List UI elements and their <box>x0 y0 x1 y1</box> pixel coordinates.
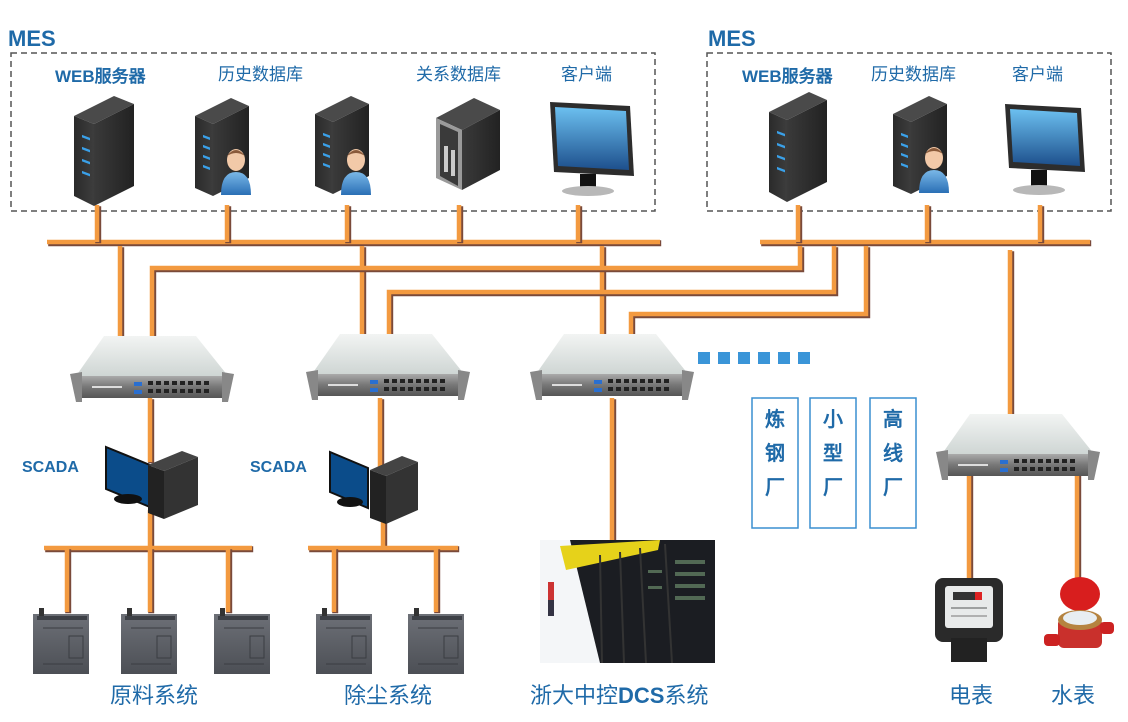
ellipsis-dot <box>718 352 730 364</box>
mes-left-title: MES <box>8 26 56 51</box>
ellipsis-dot <box>778 352 790 364</box>
electric-meter-label: 电表 <box>949 684 993 709</box>
plant-name-char: 高 <box>883 407 903 431</box>
plant-name-char: 线 <box>883 441 903 465</box>
trunk-sw2-b <box>386 246 837 334</box>
more-plants-ellipsis <box>698 352 810 364</box>
dust-removal-system-label: 除尘系统 <box>344 684 432 709</box>
plant-name-char: 钢 <box>765 441 785 465</box>
pc-tower-icon <box>436 98 500 190</box>
ellipsis-dot <box>738 352 750 364</box>
electric-meter-icon <box>935 578 1003 662</box>
scada-workstation-icon <box>105 445 198 519</box>
water-meter-label: 水表 <box>1051 684 1095 709</box>
network-switch-icon <box>530 334 694 400</box>
dcs-system-label: 浙大中控DCS系统 <box>530 683 708 709</box>
network-switch-icon <box>936 414 1100 480</box>
plant-name-char: 厂 <box>765 475 785 499</box>
database-server-user-icon <box>893 96 949 194</box>
mes-left-group-border <box>10 52 656 212</box>
plant-box: 炼钢厂 <box>751 397 799 529</box>
server-tower-icon <box>769 92 827 202</box>
plc-controller-icon <box>33 608 89 674</box>
database-server-user-icon <box>195 98 251 196</box>
mes-right-title: MES <box>708 26 756 51</box>
cable-network <box>44 205 1092 614</box>
database-server-user-icon <box>315 96 371 195</box>
ellipsis-dot <box>698 352 710 364</box>
plc-controller-icon <box>316 608 372 674</box>
raw-material-system-label: 原料系统 <box>110 684 198 709</box>
ellipsis-dot <box>798 352 810 364</box>
trunk-sw3-b <box>628 246 869 334</box>
dcs-server-room-image <box>540 540 715 664</box>
mes-left-client-label: 客户端 <box>561 65 612 85</box>
scada-workstation-icon <box>329 450 418 524</box>
monitor-icon <box>1005 104 1085 195</box>
plc-controller-icon <box>121 608 177 674</box>
plant-box: 高线厂 <box>869 397 917 529</box>
server-tower-icon <box>74 96 134 206</box>
network-switch-icon <box>306 334 470 400</box>
mes-right-group-border <box>706 52 1112 212</box>
trunk-sw1-b <box>149 246 803 336</box>
plc-controller-icon <box>214 608 270 674</box>
water-meter-icon <box>1044 577 1114 648</box>
plant-name-char: 炼 <box>765 407 785 431</box>
plant-name-char: 厂 <box>883 475 903 499</box>
plc-controller-icon <box>408 608 464 674</box>
plant-box: 小型厂 <box>809 397 857 529</box>
network-switch-icon <box>70 336 234 402</box>
plant-name-char: 型 <box>823 441 843 465</box>
mes-left-relational-db-label: 关系数据库 <box>416 65 501 85</box>
mes-left-web-server-label: WEB服务器 <box>55 66 147 87</box>
mes-right-history-db-label: 历史数据库 <box>871 65 956 85</box>
scada-label-2: SCADA <box>250 459 307 476</box>
plant-name-char: 小 <box>823 407 843 431</box>
mes-left-history-db-label: 历史数据库 <box>218 65 303 85</box>
scada-label-1: SCADA <box>22 459 79 476</box>
ellipsis-dot <box>758 352 770 364</box>
mes-right-web-server-label: WEB服务器 <box>742 66 834 87</box>
plant-name-char: 厂 <box>823 475 843 499</box>
monitor-icon <box>550 102 634 196</box>
mes-right-client-label: 客户端 <box>1012 65 1063 85</box>
